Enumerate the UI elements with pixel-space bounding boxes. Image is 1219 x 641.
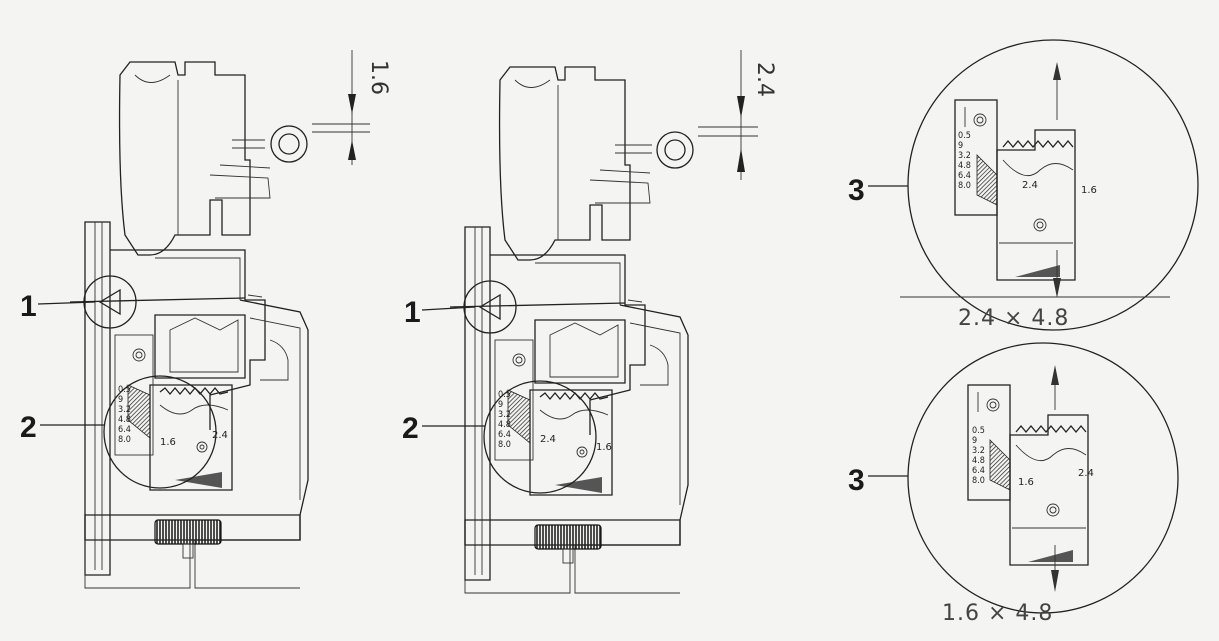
svg-text:6.4: 6.4 <box>118 425 131 435</box>
caption-bottom: 1.6 × 4.8 <box>942 601 1053 626</box>
callout-2-left: 2 <box>20 411 37 444</box>
callout-1-left: 1 <box>20 290 37 323</box>
svg-text:0.5: 0.5 <box>118 385 131 395</box>
callout-2-middle: 2 <box>402 412 419 445</box>
left-machine-drawing <box>69 61 309 589</box>
svg-text:4.8: 4.8 <box>498 420 511 430</box>
callout-3-top: 3 <box>848 174 865 207</box>
caption-top: 2.4 × 4.8 <box>958 306 1069 331</box>
top-dial-label-a: 2.4 <box>1022 180 1038 191</box>
svg-text:3.2: 3.2 <box>972 446 985 456</box>
svg-text:0.5: 0.5 <box>958 131 971 141</box>
svg-text:6.4: 6.4 <box>958 171 971 181</box>
svg-text:9: 9 <box>972 436 977 446</box>
svg-text:0.5: 0.5 <box>498 390 511 400</box>
middle-dial-label-a: 2.4 <box>540 434 556 445</box>
svg-text:6.4: 6.4 <box>498 430 511 440</box>
left-gap-dimension: 1.6 <box>366 60 391 95</box>
callout-3-bottom: 3 <box>848 464 865 497</box>
svg-text:0.5: 0.5 <box>972 426 985 436</box>
callout-1-middle: 1 <box>404 296 421 329</box>
svg-text:6.4: 6.4 <box>972 466 985 476</box>
detail-bottom-drawing <box>967 384 1089 566</box>
bottom-scale-labels: 0.5 9 3.2 4.8 6.4 8.0 <box>972 426 985 486</box>
svg-text:4.8: 4.8 <box>972 456 985 466</box>
detail-circle-top <box>907 39 1199 331</box>
middle-top-gauge <box>615 50 758 180</box>
middle-machine-drawing <box>449 66 689 594</box>
middle-scale-labels: 0.5 9 3.2 4.8 6.4 8.0 <box>498 390 511 450</box>
svg-text:8.0: 8.0 <box>498 440 511 450</box>
left-top-gauge <box>232 50 370 165</box>
top-dial-label-b: 1.6 <box>1081 185 1097 196</box>
left-dial-label-b: 2.4 <box>212 430 228 441</box>
bottom-dial-label-a: 1.6 <box>1018 477 1034 488</box>
svg-text:8.0: 8.0 <box>972 476 985 486</box>
svg-text:9: 9 <box>958 141 963 151</box>
svg-text:3.2: 3.2 <box>958 151 971 161</box>
bottom-dial-label-b: 2.4 <box>1078 468 1094 479</box>
svg-text:4.8: 4.8 <box>118 415 131 425</box>
svg-text:3.2: 3.2 <box>118 405 131 415</box>
left-dial-label-a: 1.6 <box>160 437 176 448</box>
svg-text:9: 9 <box>118 395 123 405</box>
svg-text:3.2: 3.2 <box>498 410 511 420</box>
svg-text:9: 9 <box>498 400 503 410</box>
middle-dial-label-b: 1.6 <box>596 442 612 453</box>
svg-text:8.0: 8.0 <box>958 181 971 191</box>
top-scale-labels: 0.5 9 3.2 4.8 6.4 8.0 <box>958 131 971 191</box>
svg-text:4.8: 4.8 <box>958 161 971 171</box>
detail-circle-bottom <box>907 342 1179 614</box>
middle-gap-dimension: 2.4 <box>752 62 777 97</box>
left-scale-labels: 0.5 9 3.2 4.8 6.4 8.0 <box>118 385 131 445</box>
svg-text:8.0: 8.0 <box>118 435 131 445</box>
